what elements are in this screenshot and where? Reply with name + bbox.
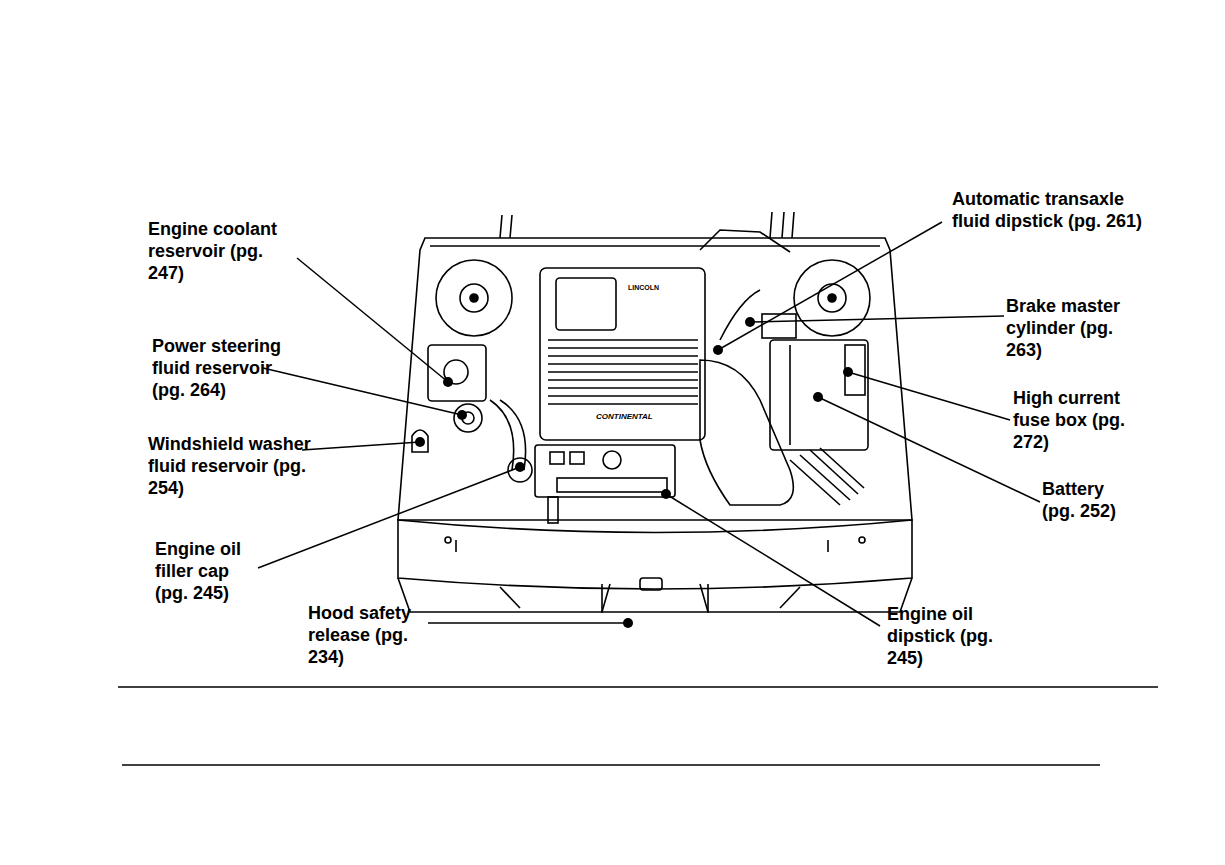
part-callout: Brake master cylinder (pg. 263) bbox=[1006, 295, 1132, 361]
panel-mark bbox=[827, 540, 829, 552]
strut-mount bbox=[818, 284, 846, 312]
leader-line bbox=[263, 368, 462, 415]
panel-mark bbox=[455, 540, 457, 552]
strut-mount bbox=[460, 284, 488, 312]
strut-tower bbox=[436, 260, 512, 336]
latch-symbol bbox=[640, 578, 662, 590]
battery-box bbox=[770, 340, 868, 450]
strut-bolt bbox=[470, 294, 478, 302]
panel-hole bbox=[859, 537, 865, 543]
cover-ribs bbox=[548, 340, 698, 404]
intake-plenum bbox=[556, 278, 616, 330]
front-panel bbox=[398, 578, 912, 612]
firewall bbox=[430, 245, 880, 247]
leader-dot bbox=[813, 392, 823, 402]
brake-master-cylinder bbox=[762, 314, 796, 338]
hood-opening bbox=[398, 238, 912, 520]
part-callout: Engine oil dipstick (pg. 245) bbox=[887, 603, 1005, 669]
engine-front bbox=[535, 445, 675, 497]
leader-dot bbox=[843, 367, 853, 377]
component bbox=[570, 452, 584, 464]
leader-line bbox=[848, 372, 1010, 420]
part-callout: Engine oil filler cap (pg. 245) bbox=[155, 538, 259, 604]
strut-bolt bbox=[828, 294, 836, 302]
leader-line bbox=[258, 467, 520, 568]
leader-dot bbox=[713, 345, 723, 355]
panel-mark bbox=[780, 587, 800, 608]
leader-dot bbox=[745, 317, 755, 327]
bracket bbox=[548, 497, 558, 523]
washer-reservoir bbox=[412, 430, 428, 452]
air-intake-duct bbox=[700, 360, 793, 505]
oil-pan-rail bbox=[557, 478, 667, 492]
component bbox=[603, 451, 621, 469]
badge-text: LINCOLN bbox=[628, 283, 688, 292]
cables bbox=[500, 212, 794, 238]
leader-line bbox=[666, 494, 880, 626]
part-callout: High current fuse box (pg. 272) bbox=[1013, 387, 1135, 453]
compartment-outline bbox=[398, 212, 912, 612]
leader-line bbox=[750, 316, 1004, 322]
leader-dot bbox=[515, 462, 525, 472]
leader-line bbox=[428, 622, 628, 624]
leader-dot bbox=[457, 410, 467, 420]
rule bbox=[118, 686, 1158, 688]
rule bbox=[122, 764, 1100, 766]
part-callout: Power steering fluid reservoir (pg. 264) bbox=[152, 335, 302, 401]
part-callout: Engine coolant reservoir (pg. 247) bbox=[148, 218, 298, 284]
hose bbox=[490, 400, 526, 470]
leader-lines bbox=[258, 222, 1040, 626]
leader-line bbox=[297, 258, 448, 382]
latch-panel bbox=[602, 584, 708, 612]
part-callout: Automatic transaxle fluid dipstick (pg. … bbox=[952, 188, 1157, 232]
leader-line bbox=[818, 397, 1040, 502]
air-filter-ribs bbox=[790, 448, 864, 505]
leader-dot bbox=[415, 437, 425, 447]
leader-dot bbox=[623, 618, 633, 628]
component bbox=[550, 452, 564, 464]
battery-detail bbox=[789, 345, 791, 445]
part-callout: Windshield washer fluid reservoir (pg. 2… bbox=[148, 433, 330, 499]
leader-dot bbox=[661, 489, 671, 499]
wiring bbox=[720, 290, 760, 340]
leader-line bbox=[302, 442, 420, 450]
wiring bbox=[700, 230, 790, 252]
leader-dots bbox=[415, 317, 853, 628]
panel-mark bbox=[500, 587, 520, 608]
part-callout: Hood safety release (pg. 234) bbox=[308, 602, 426, 668]
leader-line bbox=[718, 222, 942, 350]
strut-tower bbox=[794, 260, 870, 336]
panel-hole bbox=[445, 537, 451, 543]
radiator-support bbox=[398, 520, 912, 589]
part-callout: Battery (pg. 252) bbox=[1042, 478, 1130, 522]
power-steering-reservoir bbox=[454, 404, 482, 432]
leader-dot bbox=[443, 377, 453, 387]
badge-text: CONTINENTAL bbox=[596, 412, 676, 422]
engine-cover bbox=[540, 268, 705, 440]
